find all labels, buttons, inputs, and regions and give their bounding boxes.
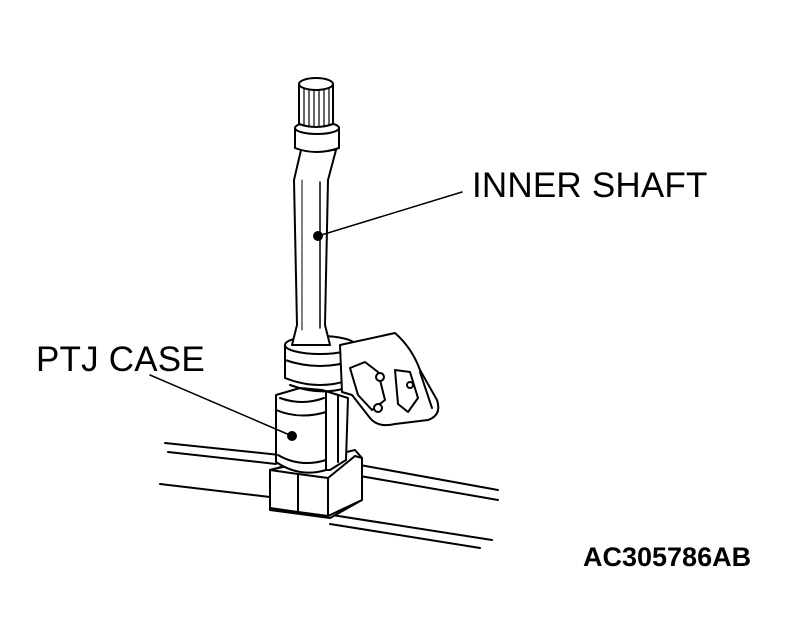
ptj-case-leader [149, 374, 293, 437]
bracket-arm [339, 332, 440, 427]
ptj-case-leader-dot [287, 431, 297, 441]
ptj-case-label: PTJ CASE [36, 340, 205, 379]
splined-shaft-end [298, 77, 334, 128]
inner-shaft [291, 149, 337, 346]
leader-lines [149, 191, 463, 437]
support-block [269, 449, 363, 519]
figure-code: AC305786AB [583, 542, 752, 572]
inner-shaft-label: INNER SHAFT [472, 166, 708, 205]
workbench-rails [159, 442, 499, 549]
inner-shaft-leader-dot [313, 231, 323, 241]
inner-shaft-leader [317, 191, 463, 237]
ptj-case [275, 387, 349, 474]
